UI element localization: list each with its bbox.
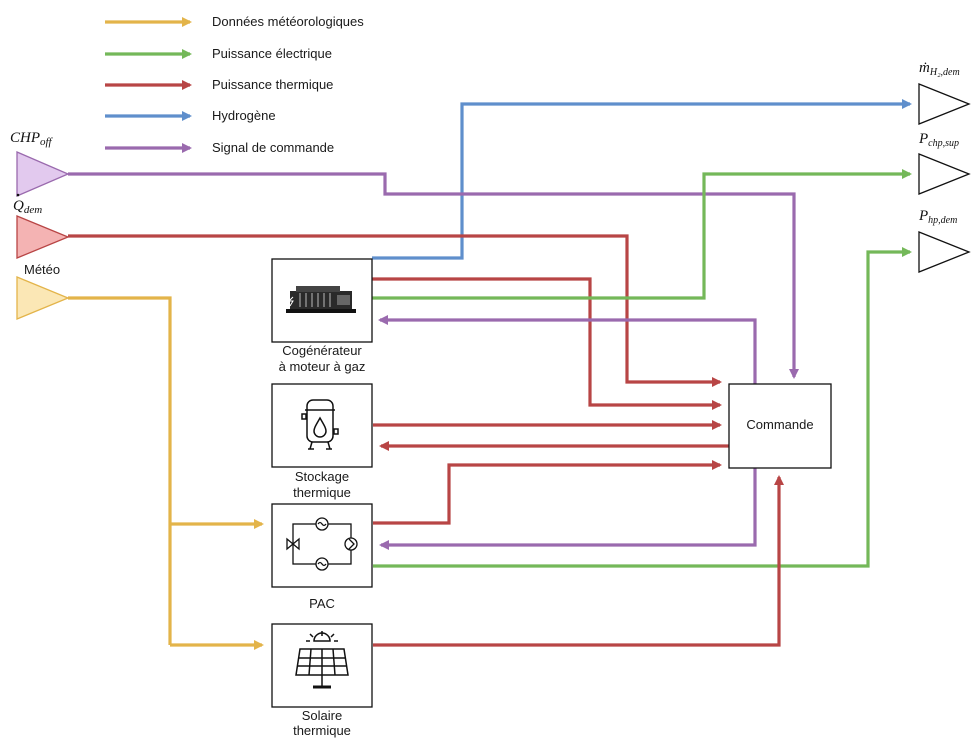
output-m-h2: ṁH₂,dem (918, 60, 971, 125)
legend-label-hydrogen: Hydrogène (212, 108, 276, 123)
block-storage: Stockage thermique (271, 383, 373, 500)
wire-qdem-to-command (68, 234, 722, 387)
block-solar-line1: Solaire (302, 708, 342, 723)
wire-cogen-thermal-to-command (372, 277, 722, 410)
heat-pump-icon (286, 517, 358, 571)
wires (68, 99, 912, 650)
block-command: Commande (728, 383, 832, 469)
wire-pac-electric-out (373, 247, 912, 568)
output-m-h2-label: ṁH₂,dem (919, 60, 960, 78)
input-q-dem-label: Qdem (13, 198, 42, 216)
wire-hydrogen-out (372, 99, 912, 260)
gas-engine-icon (286, 286, 356, 313)
legend-label-command: Signal de commande (212, 140, 334, 155)
input-q-dem: Qdem (13, 193, 70, 259)
wire-chp-off-to-command (68, 172, 799, 379)
wire-pac-thermal-to-command (373, 460, 722, 525)
block-cogen-line2: à moteur à gaz (279, 359, 366, 374)
input-chp-off: CHPoff (10, 130, 70, 197)
block-solar-line2: thermique (293, 723, 351, 738)
wire-meteo-trunk (68, 296, 172, 645)
legend-label-meteo: Données météorologiques (212, 14, 364, 29)
output-p-hp: Php,dem (918, 208, 971, 273)
legend-item-electric: Puissance électrique (105, 46, 332, 61)
qdot-dot (16, 193, 20, 197)
legend-label-thermal: Puissance thermique (212, 77, 333, 92)
block-pac: PAC (271, 503, 373, 611)
legend-item-thermal: Puissance thermique (105, 77, 333, 92)
block-storage-line1: Stockage (295, 469, 349, 484)
legend: Données météorologiques Puissance électr… (105, 14, 364, 155)
block-cogen: Cogénérateur à moteur à gaz (271, 258, 373, 374)
block-command-label: Commande (746, 417, 813, 432)
wire-cogen-electric-out (372, 169, 912, 300)
input-meteo: Météo (16, 262, 70, 320)
input-chp-off-label: CHPoff (10, 130, 54, 148)
solar-panel-icon (295, 631, 349, 689)
block-cogen-line1: Cogénérateur (282, 343, 362, 358)
output-p-chp: Pchp,sup (918, 131, 971, 195)
wire-command-to-cogen (378, 315, 757, 384)
block-solar: Solaire thermique (271, 623, 373, 738)
output-p-chp-label: Pchp,sup (918, 131, 959, 149)
legend-item-command: Signal de commande (105, 140, 334, 155)
legend-label-electric: Puissance électrique (212, 46, 332, 61)
wire-command-to-pac (379, 468, 757, 550)
block-pac-line1: PAC (309, 596, 335, 611)
water-tank-icon (301, 399, 339, 450)
wire-solar-to-command (373, 475, 784, 647)
legend-item-meteo: Données météorologiques (105, 14, 364, 29)
block-storage-line2: thermique (293, 485, 351, 500)
output-p-hp-label: Php,dem (918, 208, 957, 226)
legend-item-hydrogen: Hydrogène (105, 108, 276, 123)
input-meteo-label: Météo (24, 262, 60, 277)
